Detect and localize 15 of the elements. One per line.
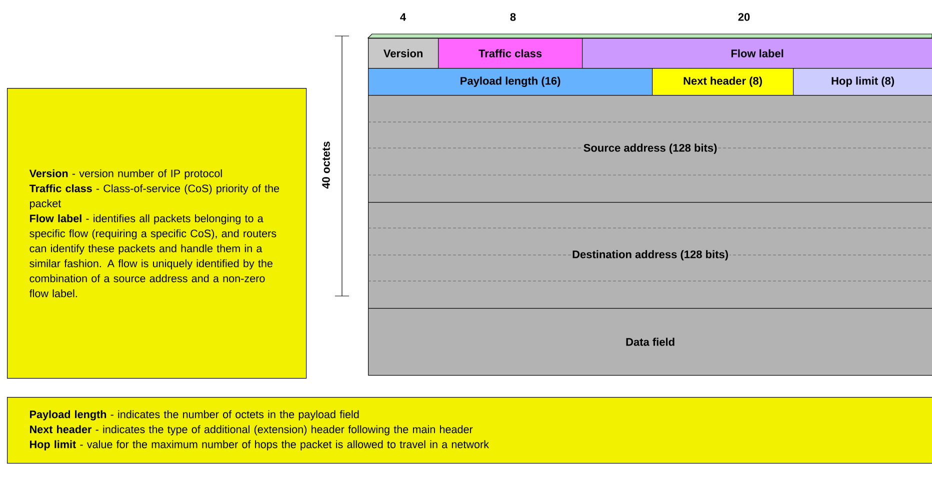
note-box: Version - version number of IP protocol Traffic class - Class-of-service (CoS) priority of the packet Flow label - identifies all packets belonging to a specific flow (requiring a specific CoS), and routers can identify these packets and handle them in a similar fashion. A flow is uniquely identified by the combination of a source address and a non-zero flow label. bbox=[7, 88, 307, 379]
header-field: Next header (8) bbox=[652, 68, 794, 96]
dimension-label: 20 bbox=[738, 13, 750, 21]
address-field: Source address (128 bits) bbox=[368, 95, 932, 203]
address-field: Destination address (128 bits) bbox=[368, 202, 932, 309]
header-field: Payload length (16) bbox=[368, 68, 653, 96]
header-field: Hop limit (8) bbox=[793, 68, 932, 96]
header-field: Data field bbox=[368, 308, 932, 376]
dimension-label: 8 bbox=[510, 13, 516, 21]
header-field: Version bbox=[368, 38, 439, 69]
note-box: Payload length - indicates the number of octets in the payload field Next header - indicates the type of additional (extension) header following the main header Hop limit - value for the maximum number of hops the packet is allowed to travel in a network bbox=[7, 397, 932, 464]
dimension-label: 4 bbox=[400, 13, 406, 21]
dimension-label: 40 octets bbox=[322, 142, 330, 189]
header-field: Traffic class bbox=[438, 38, 583, 69]
header-field: Flow label bbox=[582, 38, 932, 69]
